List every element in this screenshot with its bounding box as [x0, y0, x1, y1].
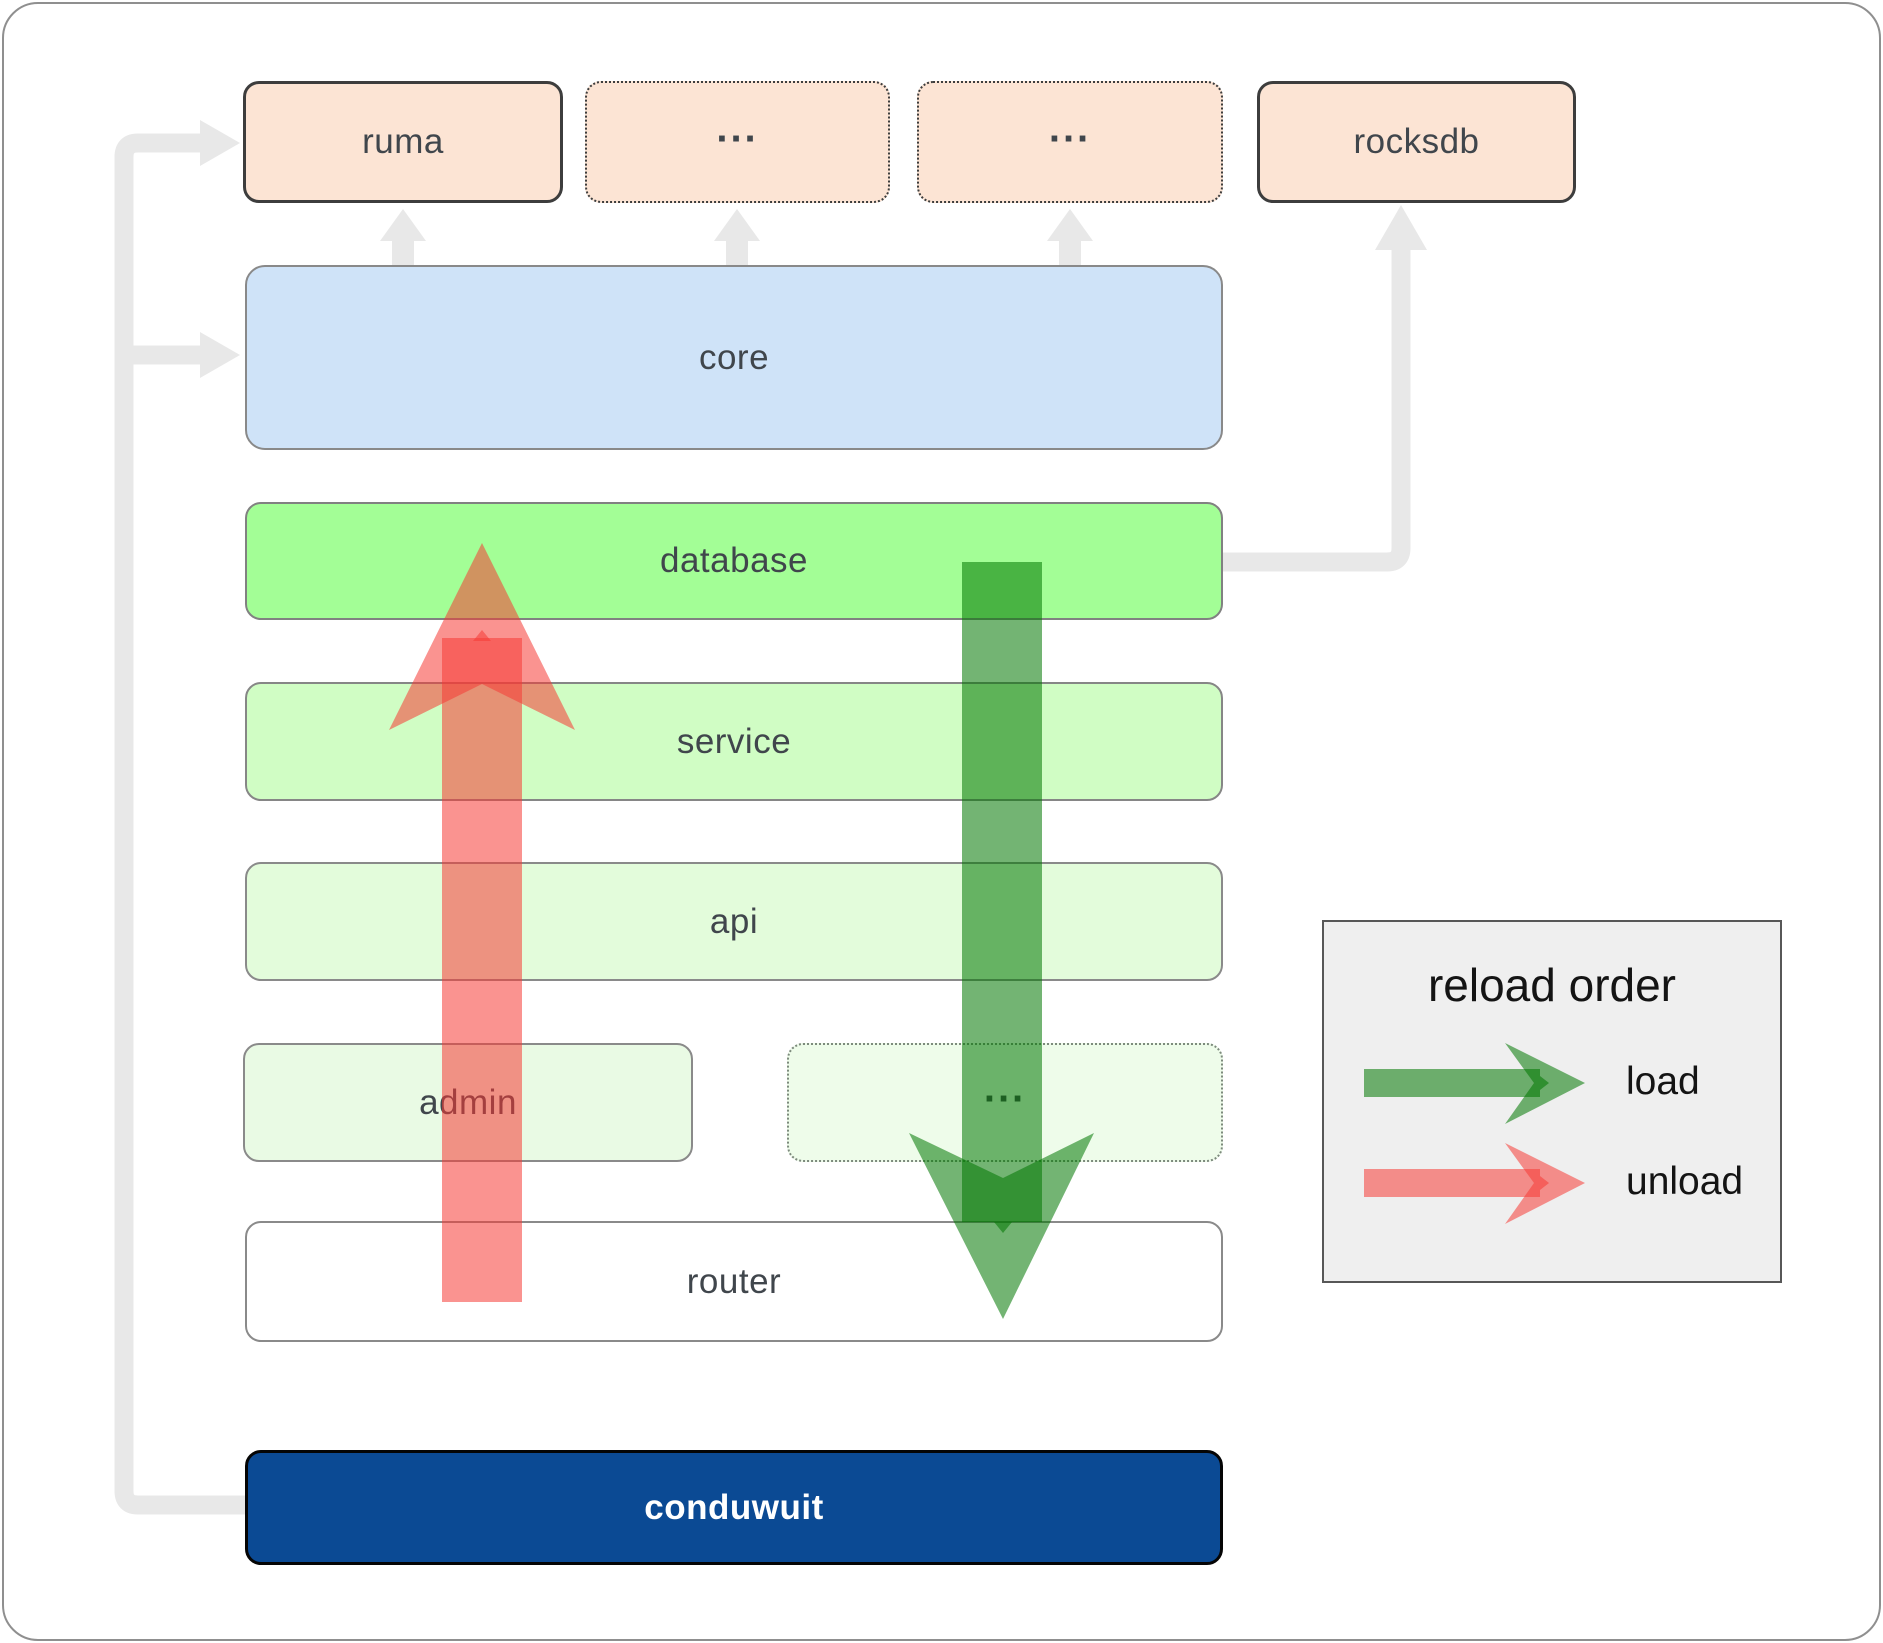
- box-api: api: [245, 862, 1223, 981]
- legend-unload-arrow-shaft: [1364, 1169, 1540, 1197]
- box-database-label: database: [659, 541, 809, 580]
- arrow-core-to-ruma-head: [380, 209, 426, 241]
- unload-arrow-shaft: [442, 638, 522, 1302]
- box-api-label: api: [709, 901, 759, 941]
- arrow-core-to-ellipsis2-head: [1047, 209, 1093, 241]
- load-arrow-down: [909, 562, 1094, 1319]
- box-ruma-label: ruma: [362, 122, 444, 161]
- arrowhead-into-rocksdb: [1375, 205, 1427, 250]
- box-conduwuit: conduwuit: [245, 1450, 1223, 1565]
- legend-load-label: load: [1626, 1060, 1700, 1103]
- legend-arrows: [1364, 1043, 1585, 1224]
- load-arrow-shaft: [962, 562, 1042, 1222]
- box-rocksdb-label: rocksdb: [1353, 122, 1480, 161]
- load-arrow-notch: [994, 1222, 1012, 1233]
- box-core: core: [245, 265, 1223, 450]
- legend-load-arrow: [1364, 1043, 1585, 1124]
- unload-arrow-up: [389, 543, 575, 1302]
- legend-reload-order: reload order load unload: [1322, 920, 1782, 1283]
- box-ellipsis-top-2: ...: [917, 81, 1223, 203]
- box-rocksdb: rocksdb: [1257, 81, 1576, 203]
- box-router-label: router: [686, 1261, 782, 1301]
- legend-unload-label: unload: [1626, 1160, 1744, 1203]
- box-ellipsis-top-1-label: ...: [716, 106, 759, 150]
- box-router: router: [245, 1221, 1223, 1342]
- unload-arrow-notch: [473, 630, 491, 641]
- arrowhead-into-ruma: [200, 120, 240, 166]
- arrowhead-into-core: [200, 332, 240, 378]
- box-service-label: service: [676, 721, 792, 761]
- box-ellipsis-top-2-label: ...: [1048, 106, 1092, 150]
- box-core-label: core: [698, 337, 770, 377]
- arrow-core-to-ruma-shaft: [392, 239, 414, 266]
- arrow-core-to-ellipsis1-head: [714, 209, 760, 241]
- legend-unload-arrow: [1364, 1143, 1585, 1224]
- legend-load-arrow-shaft: [1364, 1069, 1540, 1097]
- arrow-core-to-ellipsis1-shaft: [726, 239, 748, 266]
- box-ruma: ruma: [243, 81, 563, 203]
- legend-title: reload order: [1427, 959, 1677, 1011]
- connector-conduwuit-to-ruma: [114, 133, 245, 1515]
- connector-database-to-rocksdb: [1223, 250, 1411, 572]
- arrow-core-to-ellipsis2-shaft: [1059, 239, 1081, 266]
- box-database: database: [245, 502, 1223, 620]
- box-conduwuit-label: conduwuit: [644, 1487, 824, 1527]
- box-ellipsis-top-1: ...: [585, 81, 890, 203]
- legend-load-arrow-notch: [1540, 1076, 1549, 1090]
- legend-unload-arrow-notch: [1540, 1176, 1549, 1190]
